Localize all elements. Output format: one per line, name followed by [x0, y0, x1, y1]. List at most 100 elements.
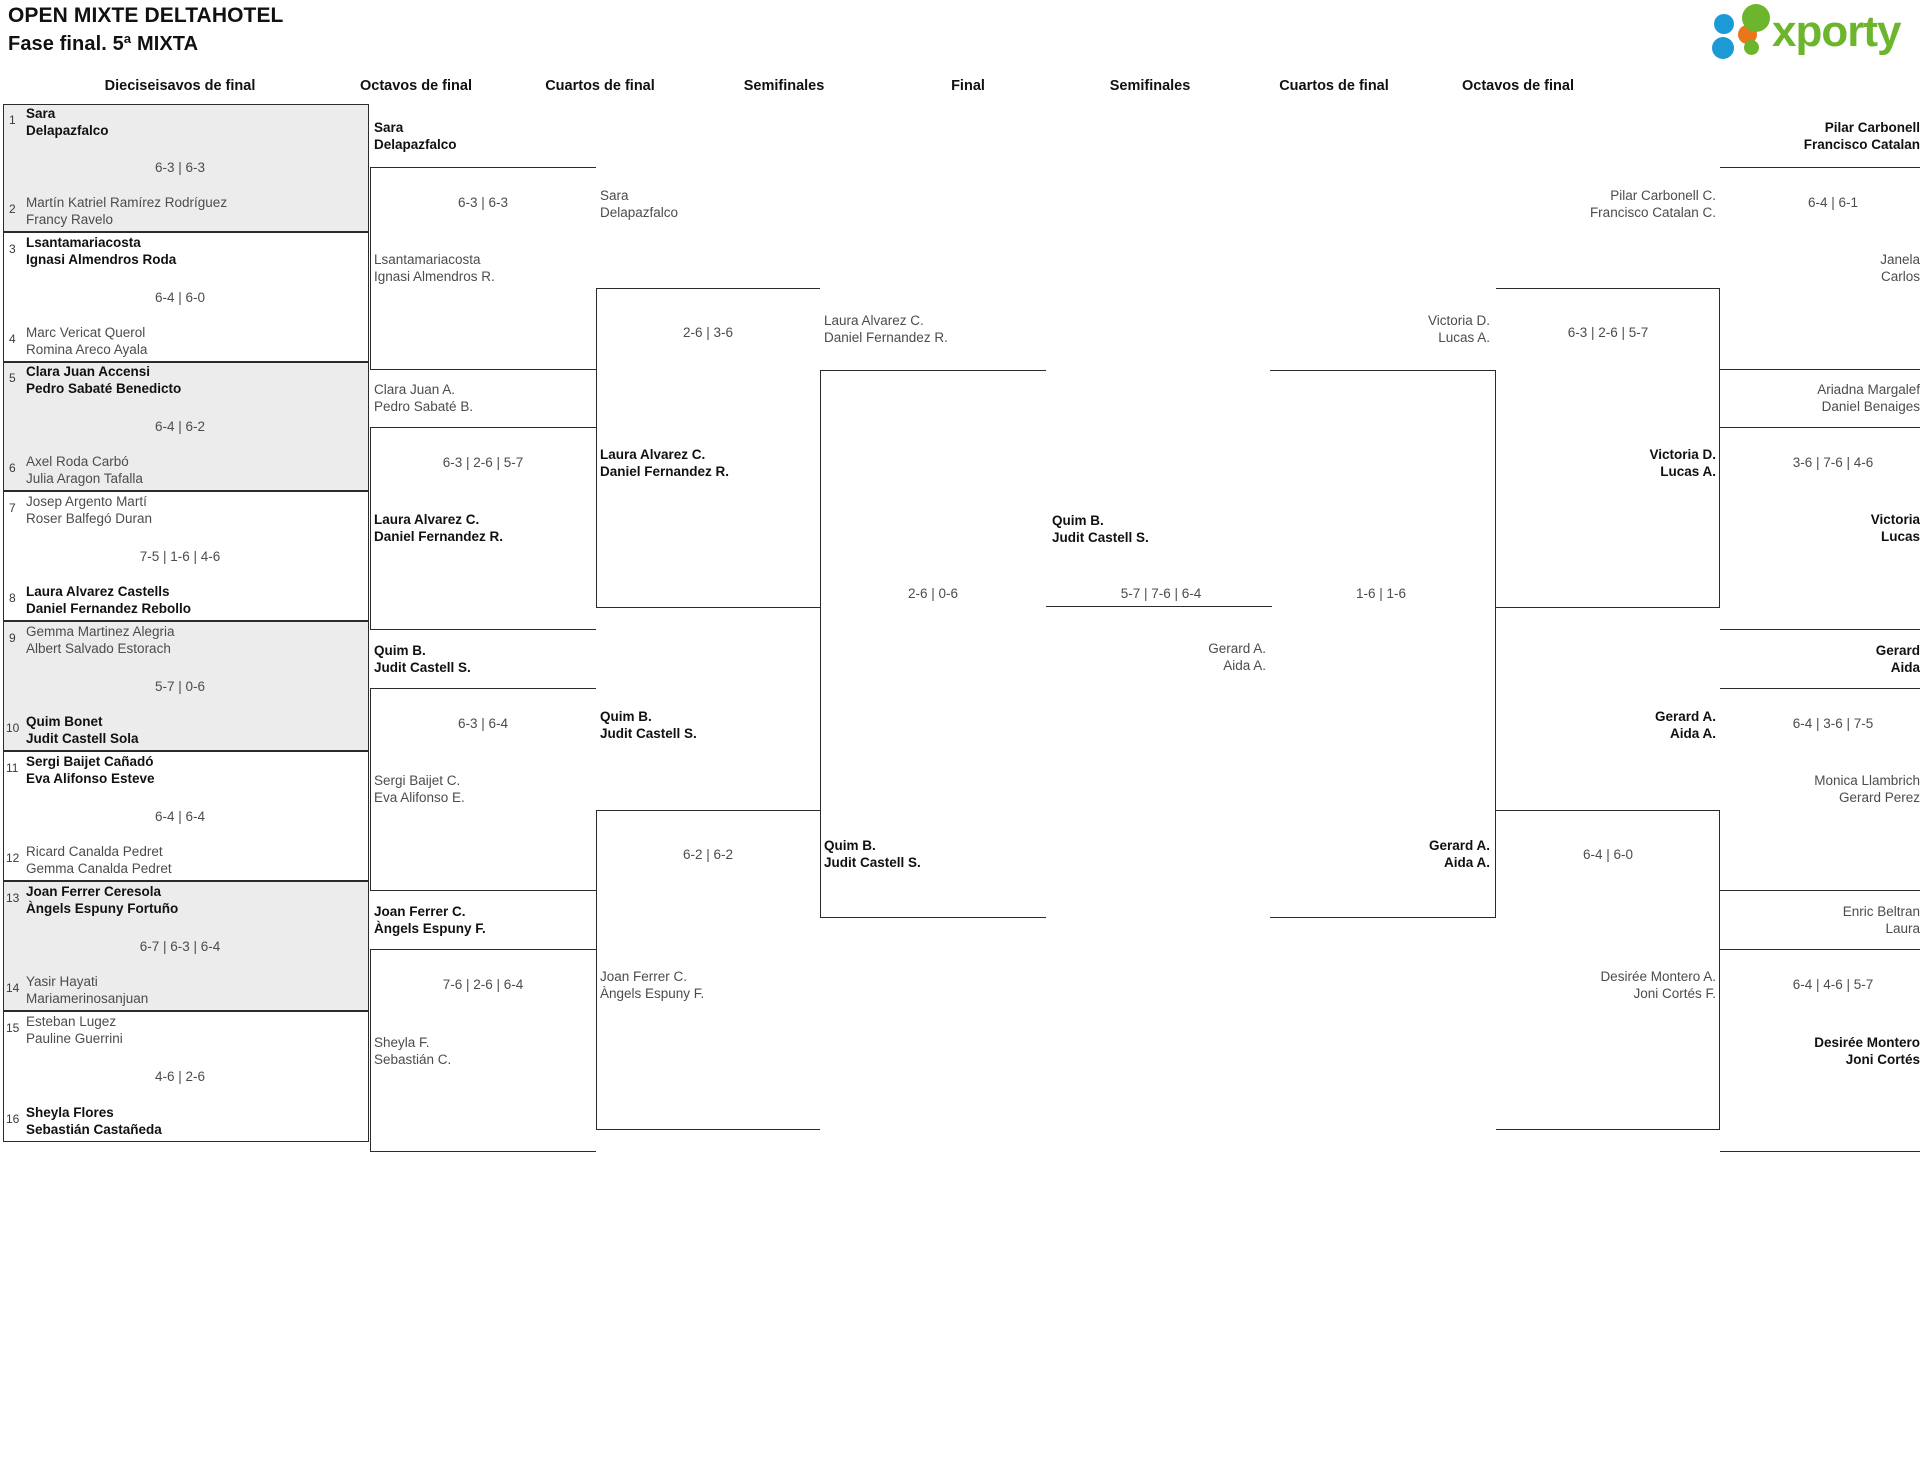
r16-player-line1: Martín Katriel Ramírez Rodríguez — [26, 195, 228, 210]
r16-player-line2: Albert Salvado Estorach — [26, 641, 171, 656]
seed-number: 5 — [9, 371, 16, 385]
semis-right-bot-line1: Gerard A. — [1428, 838, 1490, 853]
r16-player-line1: Marc Vericat Querol — [26, 325, 146, 340]
r16-match-3[interactable] — [3, 362, 369, 491]
r16-player-line2: Julia Aragon Tafalla — [26, 471, 143, 486]
cuartos-left-top-line1: Sara — [600, 188, 629, 203]
semis-right-score: 1-6 | 1-6 — [1355, 586, 1407, 601]
cuartos-left-bot-line2: Àngels Espuny F. — [600, 986, 705, 1001]
seed-number: 1 — [9, 113, 16, 127]
r16-match-6[interactable] — [3, 751, 369, 881]
octavos-right-bracket-4[interactable] — [1720, 949, 1920, 1152]
page-title: OPEN MIXTE DELTAHOTEL Fase final. 5ª MIX… — [8, 2, 284, 58]
r16-player-line1: Ricard Canalda Pedret — [26, 844, 163, 859]
octavos-left-bot-line1: Laura Alvarez C. — [374, 512, 480, 527]
seed-number: 16 — [6, 1112, 20, 1126]
r16-score: 6-4 | 6-2 — [154, 419, 206, 434]
r16-match-4[interactable] — [3, 491, 369, 621]
octavos-left-bot-line2: Ignasi Almendros R. — [374, 269, 495, 284]
octavos-left-top-line2: Pedro Sabaté B. — [374, 399, 474, 414]
octavos-left-bracket-1[interactable] — [370, 167, 596, 370]
xporty-logo: xporty — [1712, 4, 1912, 60]
octavos-right-bot-line2: Gerard Perez — [1838, 790, 1920, 805]
octavos-left-top-line2: Judit Castell S. — [374, 660, 471, 675]
r16-player-line2: Àngels Espuny Fortuño — [26, 901, 179, 916]
seed-number: 15 — [6, 1021, 20, 1035]
r16-player-line1: Yasir Hayati — [26, 974, 98, 989]
octavos-right-top-line2: Laura — [1885, 921, 1920, 936]
seed-number: 4 — [9, 332, 16, 346]
octavos-right-bracket-2[interactable] — [1720, 427, 1920, 630]
semis-right-bracket[interactable] — [1270, 370, 1496, 918]
octavos-right-bot-line1: Monica Llambrich — [1814, 773, 1920, 788]
r16-score: 7-5 | 1-6 | 4-6 — [139, 549, 221, 564]
octavos-left-score: 7-6 | 2-6 | 6-4 — [442, 977, 524, 992]
r16-player-line2: Pedro Sabaté Benedicto — [26, 381, 182, 396]
seed-number: 3 — [9, 242, 16, 256]
semis-right-top-line1: Victoria D. — [1427, 313, 1490, 328]
cuartos-left-bracket-1[interactable] — [596, 288, 820, 608]
octavos-left-bot-line2: Daniel Fernandez R. — [374, 529, 504, 544]
octavos-left-bracket-2[interactable] — [370, 427, 596, 630]
r16-match-8[interactable] — [3, 1011, 369, 1142]
logo-dot-blue-1 — [1714, 14, 1734, 34]
final-connector-line — [1046, 606, 1272, 607]
octavos-left-score: 6-3 | 2-6 | 5-7 — [442, 455, 524, 470]
logo-dot-blue-2 — [1712, 37, 1734, 59]
octavos-left-bot-line2: Sebastián C. — [374, 1052, 452, 1067]
logo-wordmark: xporty — [1772, 7, 1901, 56]
r16-player-line1: Sara — [26, 106, 56, 121]
r16-score: 4-6 | 2-6 — [154, 1069, 206, 1084]
round-header-semis-left: Semifinales — [743, 78, 825, 94]
octavos-right-top-line1: Gerard — [1875, 643, 1920, 658]
r16-match-5[interactable] — [3, 621, 369, 751]
octavos-left-score: 6-3 | 6-3 — [457, 195, 509, 210]
semis-left-score: 2-6 | 0-6 — [907, 586, 959, 601]
octavos-left-bracket-3[interactable] — [370, 688, 596, 891]
octavos-right-score: 6-4 | 4-6 | 5-7 — [1792, 977, 1874, 992]
octavos-left-bot-line1: Sergi Baijet C. — [374, 773, 461, 788]
cuartos-right-bot-line2: Joni Cortés F. — [1633, 986, 1716, 1001]
cuartos-left-top-line2: Delapazfalco — [600, 205, 679, 220]
r16-player-line2: Eva Alifonso Esteve — [26, 771, 155, 786]
final-right-line2: Aida A. — [1223, 658, 1266, 673]
r16-match-1[interactable] — [3, 104, 369, 232]
cuartos-left-bot-line1: Laura Alvarez C. — [600, 447, 706, 462]
seed-number: 9 — [9, 631, 16, 645]
round-header-octavos-left: Octavos de final — [359, 78, 472, 94]
semis-left-bracket[interactable] — [820, 370, 1046, 918]
r16-score: 6-7 | 6-3 | 6-4 — [139, 939, 221, 954]
r16-player-line2: Pauline Guerrini — [26, 1031, 123, 1046]
r16-player-line2: Roser Balfegó Duran — [26, 511, 153, 526]
round-header-r16-left: Dieciseisavos de final — [104, 78, 256, 94]
cuartos-right-top-line1: Gerard A. — [1654, 709, 1716, 724]
cuartos-right-bracket-2[interactable] — [1496, 810, 1720, 1130]
octavos-right-bracket-3[interactable] — [1720, 688, 1920, 891]
seed-number: 12 — [6, 851, 20, 865]
octavos-right-top-line1: Ariadna Margalef — [1817, 382, 1920, 397]
octavos-right-top-line2: Daniel Benaiges — [1821, 399, 1920, 414]
r16-match-2[interactable] — [3, 232, 369, 362]
octavos-right-bot-line1: Victoria — [1870, 512, 1920, 527]
octavos-left-bracket-4[interactable] — [370, 949, 596, 1152]
r16-player-line1: Quim Bonet — [26, 714, 103, 729]
seed-number: 13 — [6, 891, 20, 905]
cuartos-right-score: 6-4 | 6-0 — [1582, 847, 1634, 862]
cuartos-right-bracket-1[interactable] — [1496, 288, 1720, 608]
cuartos-left-score: 2-6 | 3-6 — [682, 325, 734, 340]
cuartos-left-bracket-2[interactable] — [596, 810, 820, 1130]
r16-player-line2: Daniel Fernandez Rebollo — [26, 601, 192, 616]
octavos-right-bracket-1[interactable] — [1720, 167, 1920, 370]
final-score: 5-7 | 7-6 | 6-4 — [1120, 586, 1202, 601]
octavos-left-top-line2: Delapazfalco — [374, 137, 457, 152]
octavos-left-bot-line2: Eva Alifonso E. — [374, 790, 465, 805]
octavos-right-top-line1: Enric Beltran — [1842, 904, 1920, 919]
r16-player-line1: Laura Alvarez Castells — [26, 584, 170, 599]
cuartos-left-top-line2: Judit Castell S. — [600, 726, 697, 741]
semis-left-bot-line2: Judit Castell S. — [824, 855, 921, 870]
r16-match-7[interactable] — [3, 881, 369, 1011]
seed-number: 8 — [9, 591, 16, 605]
r16-player-line2: Romina Areco Ayala — [26, 342, 148, 357]
cuartos-right-top-line2: Francisco Catalan C. — [1589, 205, 1716, 220]
